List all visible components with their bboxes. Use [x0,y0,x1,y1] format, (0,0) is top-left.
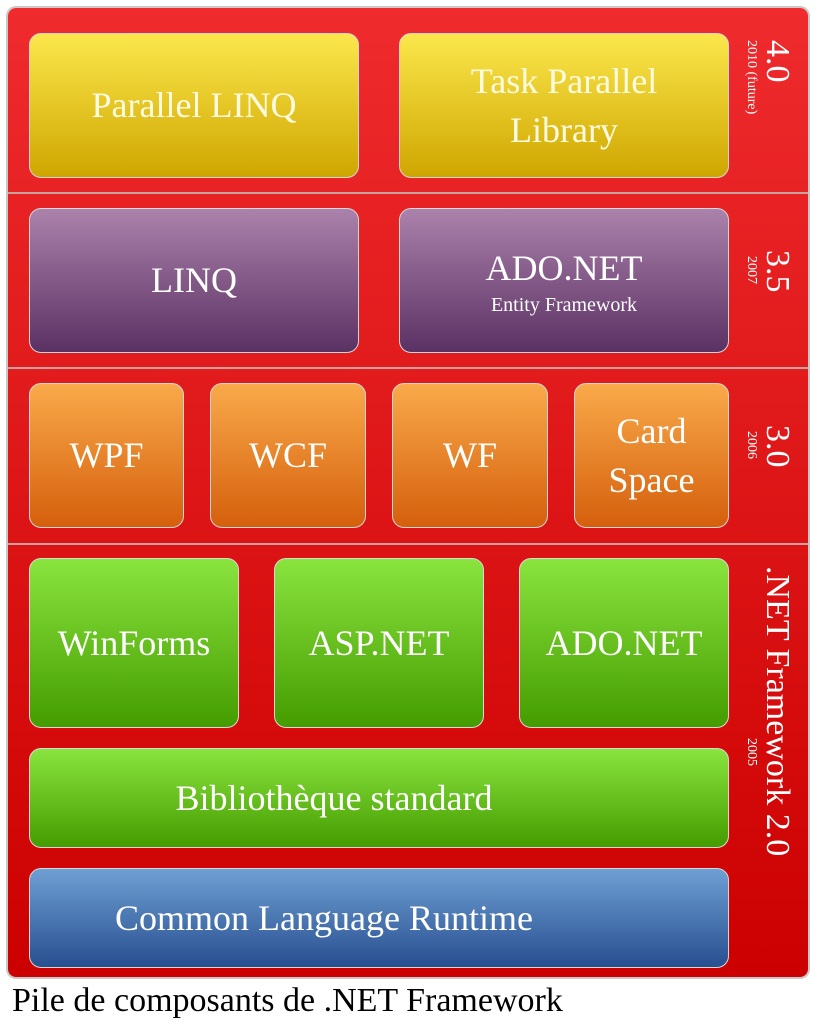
box-label: Parallel LINQ [91,85,297,126]
box-asp-net: ASP.NET [274,558,484,728]
year-label-2007: 2007 [744,256,759,284]
box-winforms: WinForms [29,558,239,728]
version-label-4-0: 4.0 [759,40,796,83]
box-label: ADO.NET [485,248,643,289]
box-label: Bibliothèque standard [175,777,493,818]
box-linq: LINQ [29,208,359,353]
version-label-3-0: 3.0 [759,425,796,468]
layer-divider [8,543,808,545]
box-cardspace: Card Space [574,383,729,528]
version-label-3-5: 3.5 [759,250,796,293]
box-common-language-runtime: Common Language Runtime [29,868,729,968]
box-wcf: WCF [210,383,366,528]
layer-divider [8,192,808,194]
year-label-2010: 2010 (future) [744,40,759,115]
year-label-2006: 2006 [744,431,759,459]
box-label: Task Parallel Library [470,60,658,150]
box-label: ADO.NET [545,622,703,663]
box-label: WinForms [57,622,211,663]
box-label: ASP.NET [308,622,450,663]
box-wpf: WPF [29,383,184,528]
box-ado-net: ADO.NET [519,558,729,728]
box-label: WF [443,435,497,476]
box-label: Common Language Runtime [115,897,533,938]
layer-divider [8,367,808,369]
year-label-2005: 2005 [744,738,759,766]
box-parallel-linq: Parallel LINQ [29,33,359,178]
box-task-parallel-library: Task Parallel Library [399,33,729,178]
box-standard-library: Bibliothèque standard [29,748,729,848]
box-label: Card Space [608,410,695,500]
version-label-2-0: .NET Framework 2.0 [759,566,796,857]
figure-caption: Pile de composants de .NET Framework [12,982,563,1019]
box-label: WCF [248,435,327,476]
box-label: WPF [69,435,144,476]
box-wf: WF [392,383,548,528]
box-label: LINQ [151,260,237,301]
box-ado-net-entity-framework: ADO.NET Entity Framework [399,208,729,353]
box-sublabel: Entity Framework [490,293,638,316]
